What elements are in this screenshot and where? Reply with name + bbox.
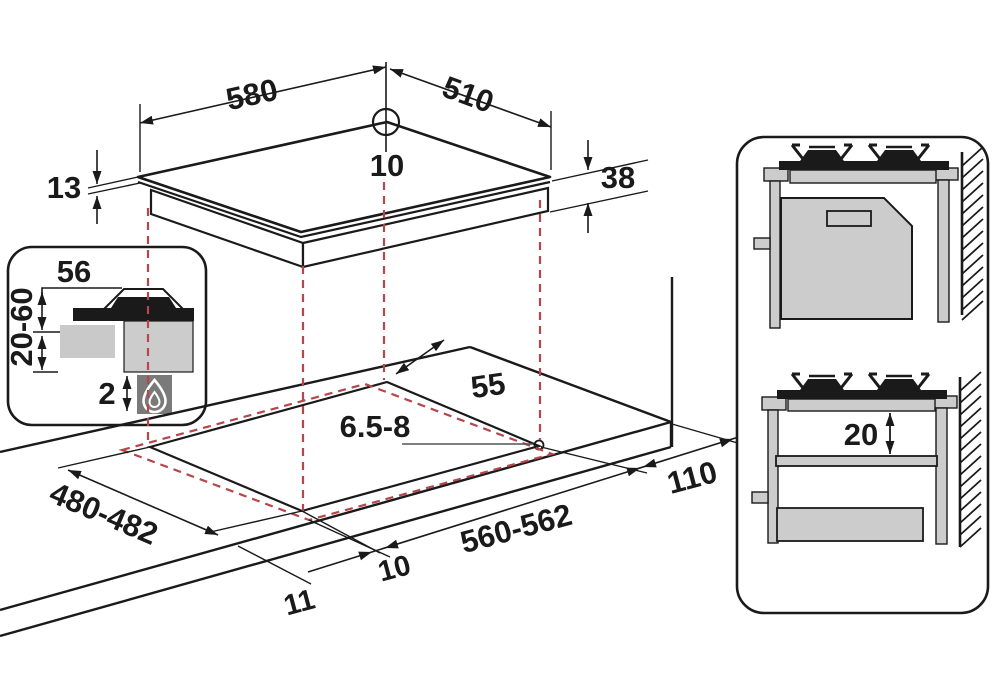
dim-label-right-clearance: 110 (663, 454, 720, 501)
dim-label-bottom-gap: 2 (98, 376, 115, 411)
hob-panel-section (73, 308, 194, 321)
dim-label-shelf-clearance: 20 (844, 417, 878, 452)
hob-panel-section (779, 161, 949, 170)
dim-label-hole-diameter: 10 (370, 148, 404, 183)
dimension-hob-depth (389, 68, 552, 170)
dimension-rear-clearance (395, 339, 445, 375)
wall-hatching-icon (960, 146, 984, 321)
worktop-section-block (60, 325, 115, 358)
hob-body-section (787, 398, 936, 412)
dim-label-fixing-hole: 6.5-8 (340, 409, 411, 444)
dim-label-hob-depth: 510 (438, 69, 499, 120)
dim-label-front-gap: 10 (375, 549, 414, 588)
hob-body-section (123, 320, 194, 373)
worktop-isometric-view (0, 277, 674, 638)
side-view-above-drawer (751, 371, 982, 548)
dimension-glass-thickness (87, 150, 141, 224)
oven-vent (826, 210, 872, 227)
dim-label-worktop-thickness: 20-60 (4, 287, 39, 366)
hob-panel-section (777, 390, 947, 399)
dim-label-edge-offset: 56 (57, 254, 91, 289)
shelf-section (775, 455, 938, 467)
side-view-above-oven (753, 143, 984, 329)
burner-cap-icon (111, 297, 176, 308)
dim-label-cutout-depth: 480-482 (45, 475, 163, 552)
wall-hatching-icon (958, 371, 982, 548)
dimension-front-composite (301, 423, 746, 573)
hob-projection-dashed (118, 182, 556, 522)
hob-isometric-view (136, 62, 552, 269)
dimension-hob-width (139, 65, 387, 172)
dim-label-glass-thickness: 13 (47, 170, 81, 205)
dim-label-rear-clearance: 55 (469, 366, 508, 405)
oven-section (780, 197, 913, 320)
dim-label-body-height: 38 (601, 160, 635, 195)
dimension-body-height (549, 140, 649, 233)
dim-label-hob-width: 580 (223, 72, 281, 117)
front-edge-leader (237, 545, 312, 585)
drawer-section (776, 507, 924, 542)
hob-body-section (789, 169, 937, 184)
flame-icon (142, 377, 167, 414)
dim-label-front-edge: 11 (281, 584, 319, 623)
side-views-panel (735, 135, 990, 615)
cutout-outline (146, 380, 543, 513)
burner-detail-inset (6, 245, 208, 427)
dimension-cutout-depth (57, 446, 303, 536)
